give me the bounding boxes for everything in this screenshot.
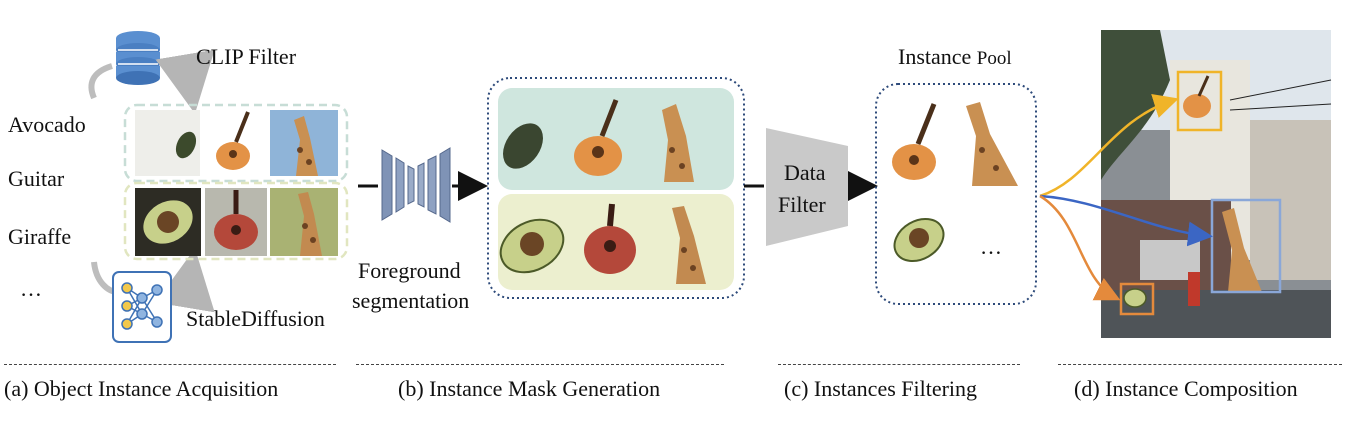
clip-filter-label: CLIP Filter: [196, 44, 297, 69]
sd-avocado-image: [135, 188, 201, 256]
clip-giraffe-image: [270, 110, 338, 176]
mask-giraffe-bottom: [672, 206, 706, 284]
data-filter-shape: [766, 128, 848, 246]
separator-d: [1058, 364, 1342, 365]
avocado-bbox: [1119, 282, 1155, 316]
class-label-ellipsis: …: [20, 276, 42, 301]
separator-a: [4, 364, 336, 365]
sd-guitar-image: [205, 188, 267, 256]
arrow-giraffe-placement: [1039, 194, 1213, 247]
mask-guitar-top: [574, 99, 622, 176]
database-icon: [116, 31, 160, 85]
instance-pool-title-small: Pool: [976, 48, 1012, 69]
sd-giraffe-image: [270, 188, 338, 256]
data-filter-label-1: Data: [784, 160, 826, 185]
pool-guitar: [892, 103, 937, 180]
instance-pool-box: [875, 83, 1037, 305]
composition-photo: [1101, 30, 1332, 338]
clip-guitar-image: [204, 110, 266, 176]
caption-b: (b) Instance Mask Generation: [398, 376, 661, 401]
sd-image-box: [123, 181, 349, 261]
class-label-avocado: Avocado: [8, 112, 86, 137]
pool-ellipsis: …: [980, 234, 1002, 259]
separator-c: [778, 364, 1020, 365]
curve-arrow-top-right: [155, 49, 215, 114]
arrow-guitar-placement: [1039, 94, 1179, 198]
clip-avocado-image: [135, 110, 200, 176]
mask-avocado-half: [499, 218, 565, 274]
mask-giraffe-top: [662, 104, 694, 182]
mask-guitar-red: [584, 203, 636, 274]
clip-image-box: [123, 103, 349, 183]
segmentation-network-icon: [381, 147, 451, 223]
class-label-guitar: Guitar: [8, 166, 65, 191]
caption-a: (a) Object Instance Acquisition: [4, 376, 279, 401]
mask-avocado-dark: [503, 123, 543, 169]
pool-avocado: [893, 218, 945, 262]
mask-panel: [487, 77, 745, 299]
instance-pool-title-main: Instance: [898, 44, 972, 69]
instance-pool-title: Instance Pool: [898, 44, 1012, 70]
foreground-label: Foreground: [358, 258, 461, 283]
stable-diffusion-label: StableDiffusion: [186, 306, 325, 331]
caption-c: (c) Instances Filtering: [784, 376, 978, 401]
class-label-giraffe: Giraffe: [8, 224, 72, 249]
segmentation-label: segmentation: [352, 288, 470, 313]
data-filter-label-2: Filter: [778, 192, 826, 217]
curve-arrow-top-left: [88, 63, 113, 100]
curve-arrow-bottom-right: [155, 248, 215, 313]
pool-giraffe: [966, 102, 1018, 186]
neural-network-icon: [112, 271, 172, 343]
separator-b: [356, 364, 724, 365]
caption-d: (d) Instance Composition: [1074, 376, 1298, 401]
arrow-avocado-placement: [1039, 194, 1121, 301]
